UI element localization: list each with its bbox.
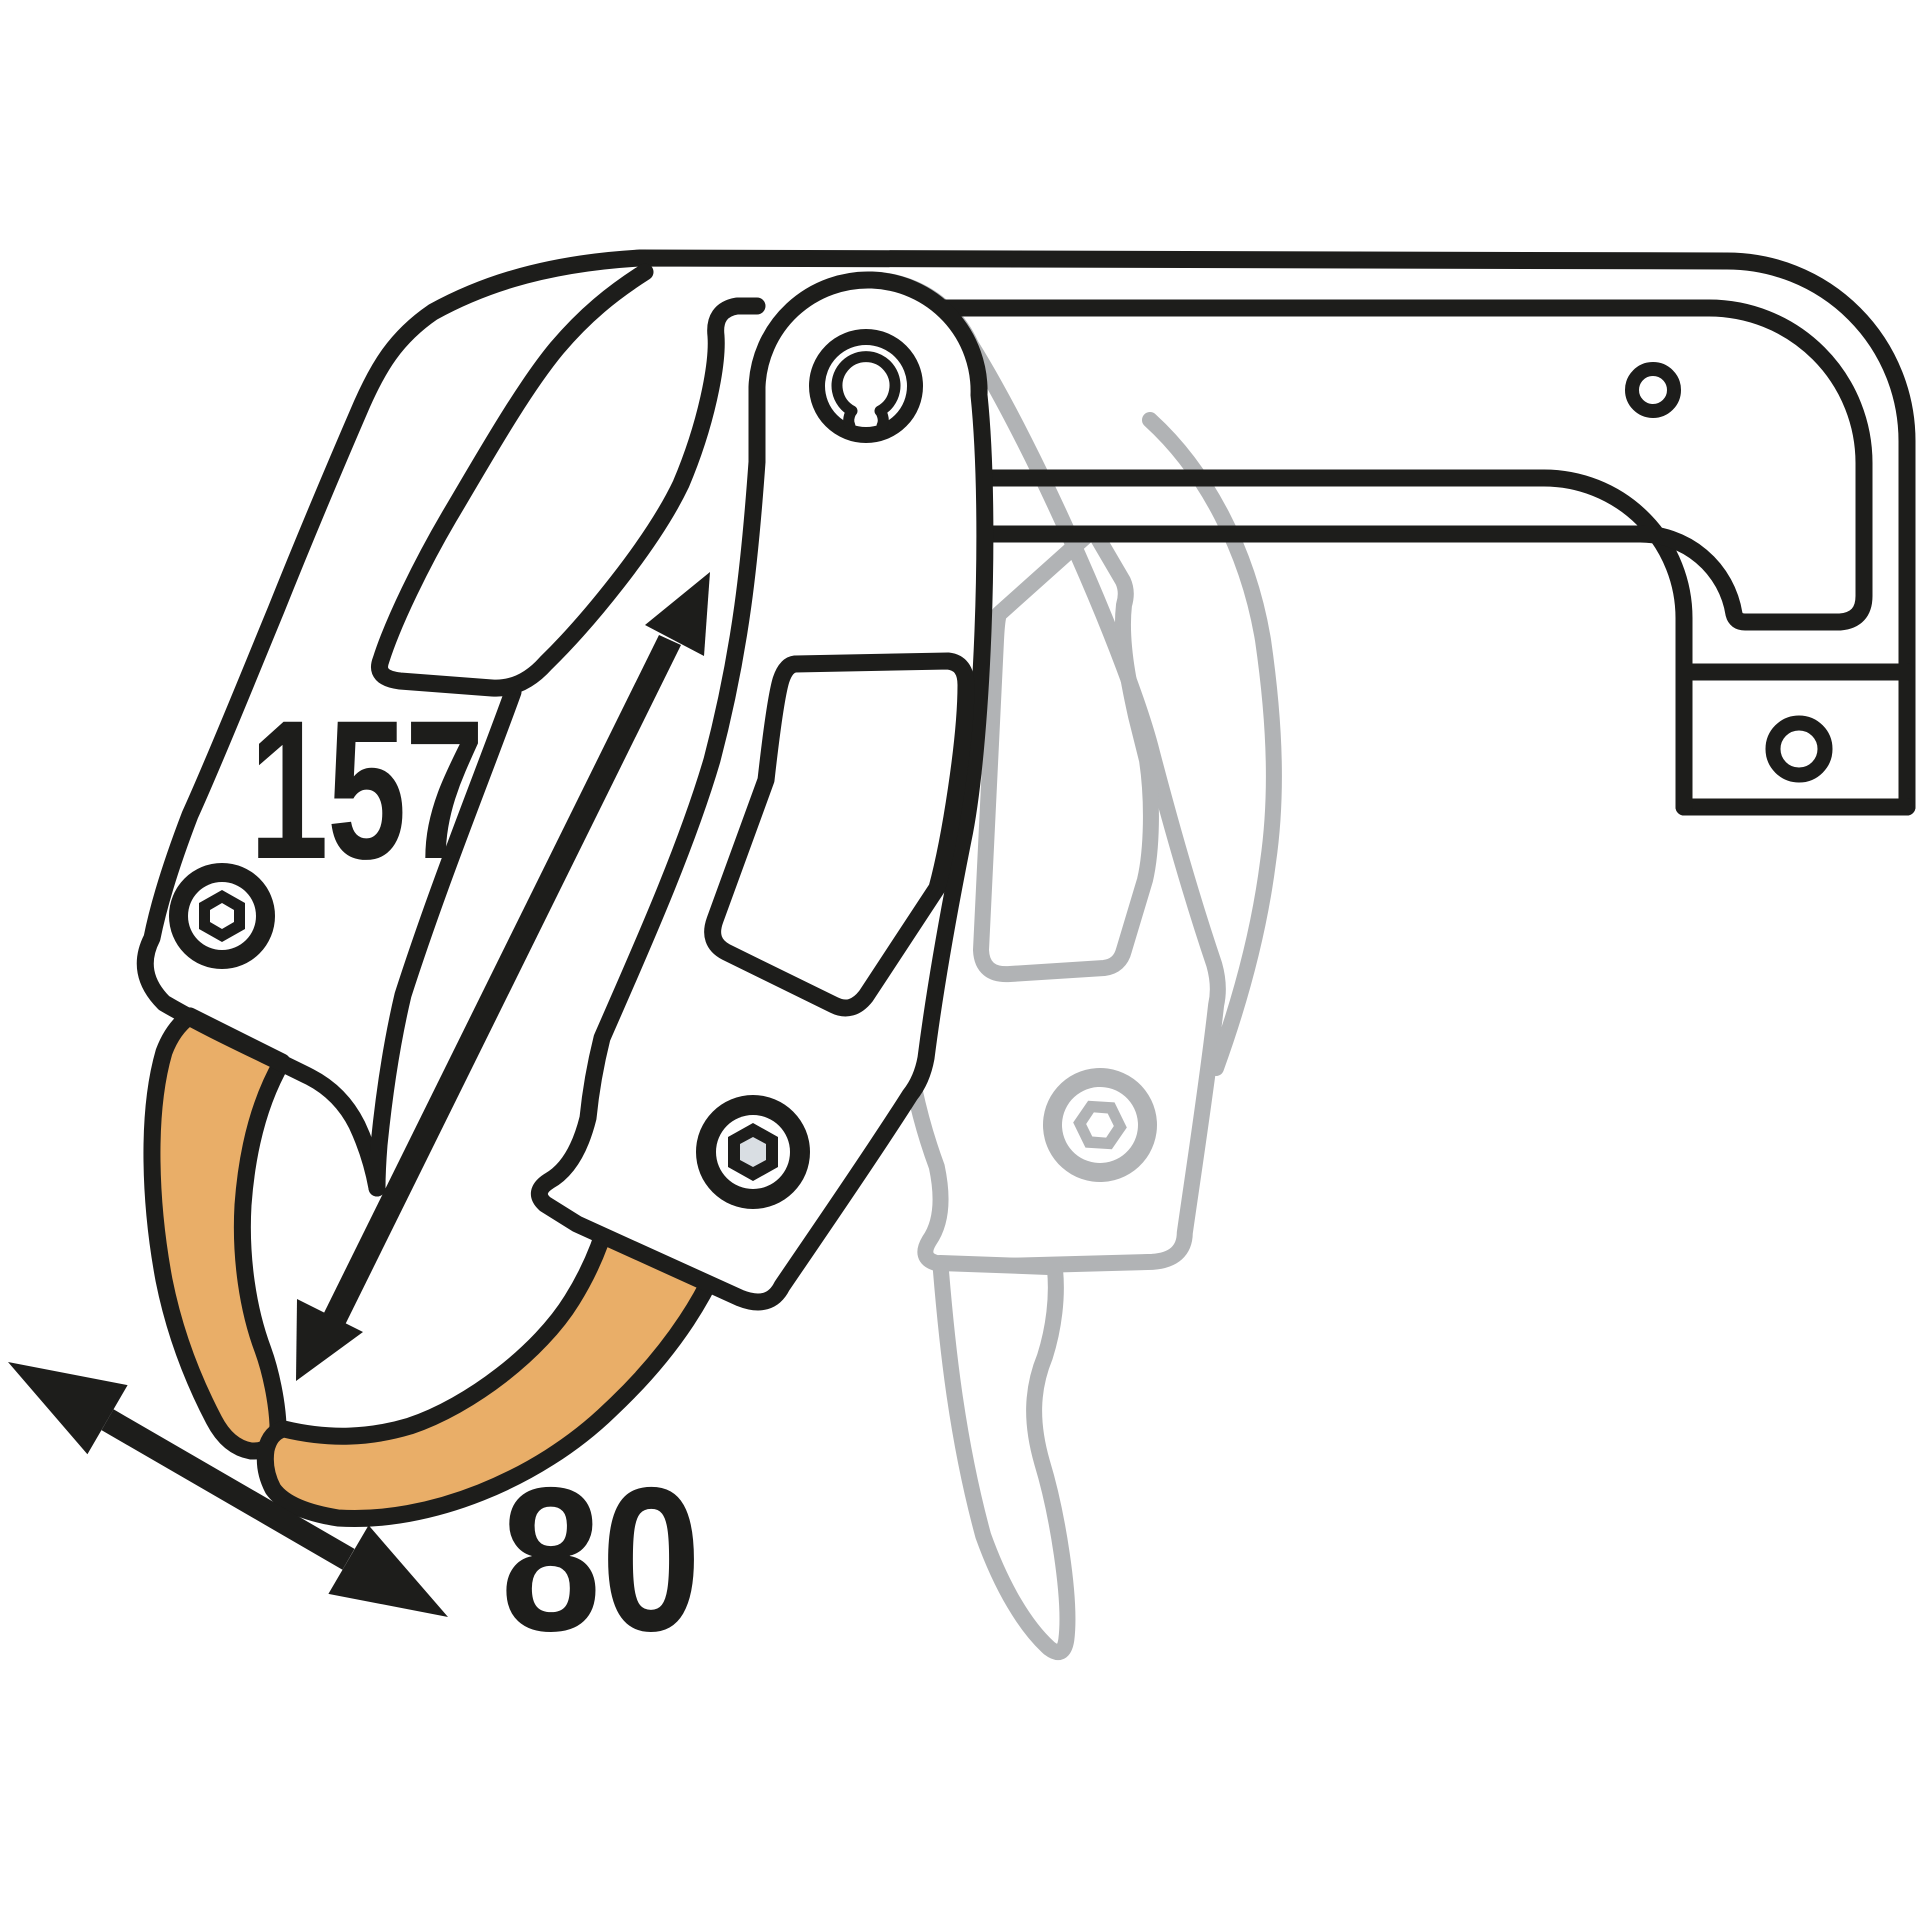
svg-text:80: 80 [501,1444,702,1673]
svg-text:157: 157 [249,679,483,901]
